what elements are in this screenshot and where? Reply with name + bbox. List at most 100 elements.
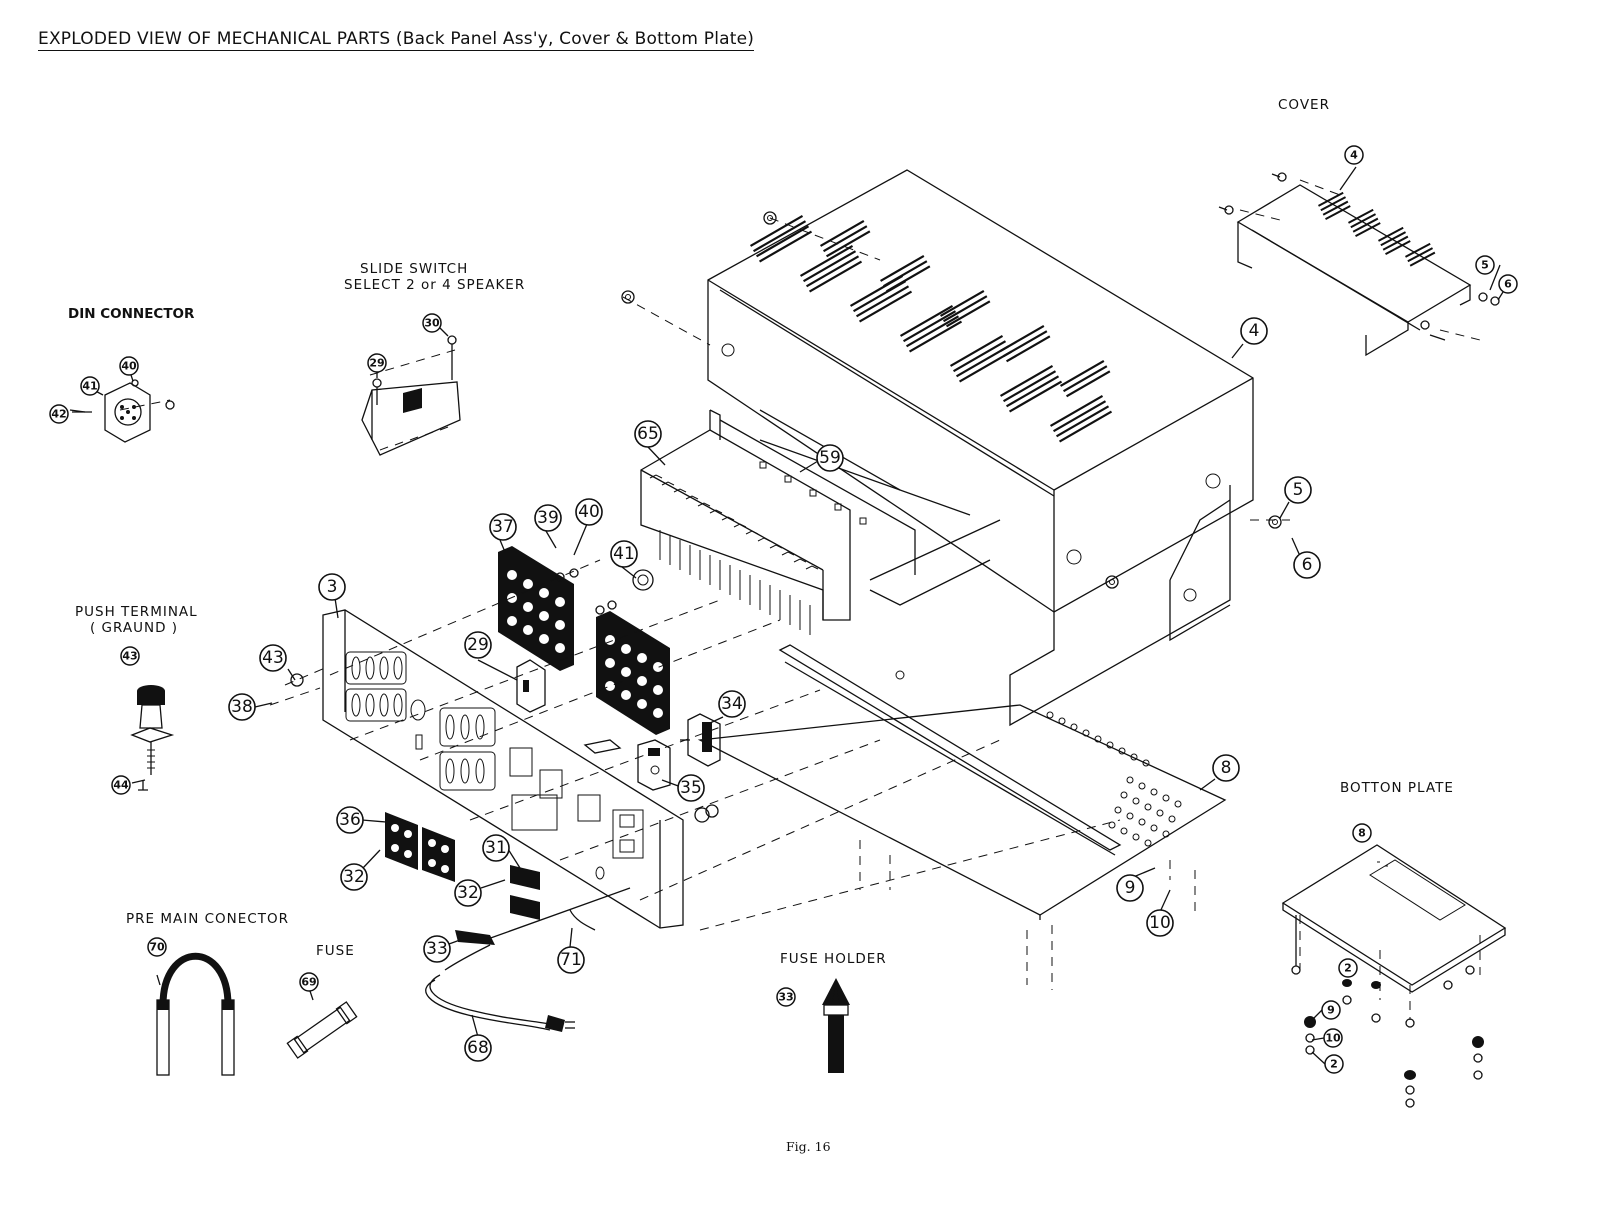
svg-text:5: 5 [1293,480,1304,500]
callout-small-70: 70 [147,937,167,957]
callout-small-5: 5 [1475,255,1495,275]
callout-small-29: 29 [367,353,387,373]
svg-text:33: 33 [426,939,448,959]
power-cord-68 [425,887,631,1032]
bottom-plate-small [1281,844,1507,1108]
svg-text:44: 44 [113,779,129,792]
callout-6: 6 [1293,551,1321,579]
svg-text:37: 37 [492,517,514,537]
svg-text:34: 34 [721,694,743,714]
svg-text:29: 29 [369,357,384,370]
fuse [286,1001,358,1059]
cover-label: COVER [1278,97,1330,113]
svg-text:33: 33 [778,991,793,1004]
callout-small-2b: 2 [1324,1054,1344,1074]
svg-text:10: 10 [1149,913,1171,933]
din-connector [72,379,175,443]
ac-outlet-35 [583,739,671,791]
callout-43: 43 [259,644,287,672]
svg-text:42: 42 [51,408,66,421]
push-terminal-sub-label: ( GRAUND ) [90,620,179,636]
assembly-lines [119,179,1481,1020]
callout-34: 34 [718,690,746,718]
svg-text:10: 10 [1325,1032,1341,1045]
callout-29: 29 [464,631,492,659]
callout-65: 65 [634,420,662,448]
slide-switch-sub-label: SELECT 2 or 4 SPEAKER [344,277,526,293]
callout-32b: 32 [454,879,482,907]
speaker-terminal-block-37 [498,546,574,671]
slide-switch [361,335,461,456]
callout-33: 33 [423,935,451,963]
callout-small-43: 43 [120,646,140,666]
callout-small-40: 40 [119,356,139,376]
callout-8: 8 [1212,754,1240,782]
svg-text:40: 40 [121,360,137,373]
rail-bar [778,644,1122,856]
svg-text:6: 6 [1504,278,1512,291]
svg-text:6: 6 [1302,555,1313,575]
svg-text:41: 41 [613,544,635,564]
svg-text:41: 41 [82,380,97,393]
back-panel [322,609,684,929]
input-jack-36 [385,812,455,882]
svg-text:65: 65 [637,424,659,444]
callout-41: 41 [610,540,638,568]
svg-text:2: 2 [1330,1058,1338,1071]
callout-38: 38 [228,693,256,721]
pre-main-connector [156,952,235,1076]
chassis-frame [759,439,1231,727]
figure-caption: Fig. 16 [786,1139,831,1154]
svg-text:8: 8 [1221,758,1232,778]
svg-text:2: 2 [1344,962,1352,975]
svg-text:32: 32 [457,883,479,903]
callout-10: 10 [1146,909,1174,937]
svg-text:30: 30 [424,317,440,330]
callout-small-2a: 2 [1338,958,1358,978]
svg-text:35: 35 [680,778,702,798]
svg-text:59: 59 [819,448,841,468]
din-connector-label: DIN CONNECTOR [68,306,195,322]
callout-31: 31 [482,834,510,862]
callout-small-10: 10 [1323,1028,1343,1048]
callout-40: 40 [575,498,603,526]
svg-text:8: 8 [1358,827,1366,840]
svg-text:43: 43 [122,650,137,663]
pre-main-connector-label: PRE MAIN CONECTOR [126,911,289,927]
svg-text:31: 31 [485,838,507,858]
fuse-holder-31 [510,865,540,920]
callout-35: 35 [677,774,705,802]
svg-text:4: 4 [1350,149,1358,162]
svg-text:9: 9 [1125,878,1136,898]
screws-and-washers [138,211,1282,823]
callout-small-44: 44 [111,775,131,795]
callout-4: 4 [1240,317,1268,345]
callout-small-9: 9 [1321,1000,1341,1020]
svg-text:36: 36 [339,810,361,830]
callout-68: 68 [464,1034,492,1062]
panel-openings [345,651,644,880]
callout-small-42: 42 [49,404,69,424]
heat-sink-fins [649,474,819,635]
svg-text:40: 40 [578,502,600,522]
callout-39: 39 [534,504,562,532]
callout-9: 9 [1116,874,1144,902]
svg-text:4: 4 [1249,321,1260,341]
callout-small-33: 33 [776,987,796,1007]
svg-text:38: 38 [231,697,253,717]
heat-sink-assembly [640,409,916,635]
main-cover [707,169,1254,613]
fuse-holder [822,978,850,1073]
slide-switch-small [516,659,546,713]
bottom-plate-large [697,704,1227,920]
leader-lines [69,166,1509,1065]
svg-text:3: 3 [327,577,338,597]
fuse-holder-label: FUSE HOLDER [780,951,887,967]
slide-switch-label: SLIDE SWITCH [360,261,469,277]
svg-text:9: 9 [1327,1004,1335,1017]
callout-small-4: 4 [1344,145,1364,165]
callout-5: 5 [1284,476,1312,504]
callout-small-6: 6 [1498,274,1518,294]
page-title: EXPLODED VIEW OF MECHANICAL PARTS (Back … [38,29,755,51]
